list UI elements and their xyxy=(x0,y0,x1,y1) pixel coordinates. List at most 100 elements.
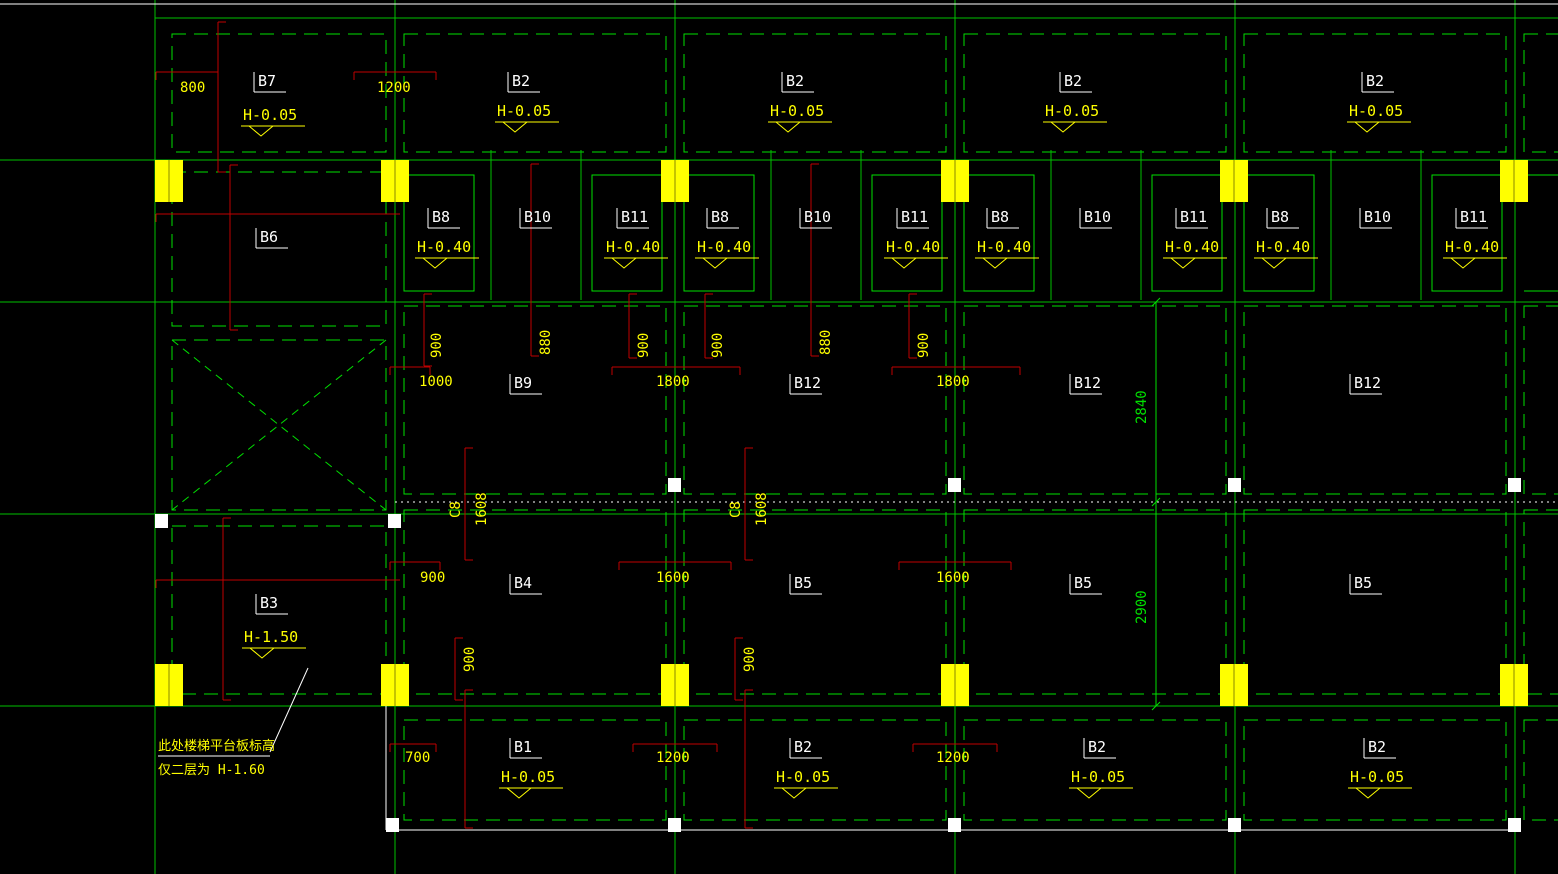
elevation-label: H-0.40 xyxy=(977,238,1031,256)
small-slab-panel xyxy=(403,174,475,292)
slab-outline-B2 xyxy=(1243,33,1507,153)
small-column xyxy=(1508,478,1521,492)
rebar-dimension: 800 xyxy=(180,80,205,96)
slab-outline-upper-bay xyxy=(1243,305,1507,495)
small-column xyxy=(948,478,961,492)
slab-label-B10: B10 xyxy=(1084,208,1111,226)
rebar-spec-vertical: C8 xyxy=(448,501,464,518)
stair-opening xyxy=(171,339,387,511)
elevation-label: H-1.50 xyxy=(244,628,298,646)
slab-outline-upper-bay xyxy=(963,305,1227,495)
rebar-dimension-vertical: 1608 xyxy=(754,492,770,526)
elevation-marker xyxy=(1354,787,1382,799)
small-column xyxy=(1228,478,1241,492)
slab-label-B8: B8 xyxy=(991,208,1009,226)
slab-label-B2: B2 xyxy=(1368,738,1386,756)
rebar-dimension-vertical: 900 xyxy=(429,333,445,358)
elevation-marker xyxy=(1075,787,1103,799)
rebar-dimension: 1600 xyxy=(936,570,970,586)
rebar-dimension: 900 xyxy=(420,570,445,586)
elevation-label: H-0.05 xyxy=(1071,768,1125,786)
slab-outline-B2 xyxy=(683,33,947,153)
rebar-dimension-vertical: 900 xyxy=(462,647,478,672)
rebar-dimension-vertical: 900 xyxy=(742,647,758,672)
elevation-label: H-0.40 xyxy=(1165,238,1219,256)
slab-label-B4: B4 xyxy=(514,574,532,592)
slab-outline-edge xyxy=(1523,305,1558,495)
slab-outline-B7 xyxy=(171,33,387,153)
small-slab-panel xyxy=(1431,174,1503,292)
slab-label-B11: B11 xyxy=(901,208,928,226)
span-dimension-bottom: 2900 xyxy=(1134,590,1150,624)
small-column xyxy=(386,818,399,832)
dimension-tick xyxy=(1151,497,1161,507)
slab-label-B12: B12 xyxy=(794,374,821,392)
rebar-dimension: 1000 xyxy=(419,374,453,390)
elevation-label: H-0.40 xyxy=(1256,238,1310,256)
slab-label-B8: B8 xyxy=(432,208,450,226)
slab-outline-upper-bay xyxy=(403,305,667,495)
elevation-marker xyxy=(774,121,802,133)
slab-outline-B2 xyxy=(403,33,667,153)
elevation-label: H-0.05 xyxy=(770,102,824,120)
slab-label-B6: B6 xyxy=(260,228,278,246)
slab-label-B10: B10 xyxy=(1364,208,1391,226)
slab-label-B10: B10 xyxy=(524,208,551,226)
small-column xyxy=(1508,818,1521,832)
slab-outline-lower-bay xyxy=(683,509,947,695)
elevation-marker xyxy=(701,257,729,269)
span-dimension-top: 2840 xyxy=(1134,390,1150,424)
slab-label-B5: B5 xyxy=(1074,574,1092,592)
rebar-dimension: 1200 xyxy=(936,750,970,766)
rebar-dimension: 700 xyxy=(405,750,430,766)
rebar-dimension-vertical: 880 xyxy=(818,330,834,355)
slab-label-B5: B5 xyxy=(1354,574,1372,592)
rebar-dimension-vertical: 900 xyxy=(916,333,932,358)
slab-label-B2: B2 xyxy=(786,72,804,90)
small-column xyxy=(388,514,401,528)
slab-outline-bottom-bay xyxy=(683,719,947,821)
note-leader xyxy=(269,667,309,753)
small-slab-panel xyxy=(1243,174,1315,292)
rebar-dimension-vertical: 900 xyxy=(710,333,726,358)
elevation-marker xyxy=(1353,121,1381,133)
slab-label-B11: B11 xyxy=(1180,208,1207,226)
rebar-dimension-vertical: 900 xyxy=(636,333,652,358)
elevation-marker xyxy=(421,257,449,269)
small-slab-panel xyxy=(683,174,755,292)
slab-label-B2: B2 xyxy=(512,72,530,90)
elevation-label: H-0.05 xyxy=(501,768,555,786)
small-column xyxy=(1228,818,1241,832)
slab-outline-edge xyxy=(1523,719,1558,821)
slab-outline-B3 xyxy=(171,525,387,695)
elevation-marker xyxy=(247,125,275,137)
slab-label-B8: B8 xyxy=(711,208,729,226)
slab-label-B2: B2 xyxy=(1088,738,1106,756)
elevation-label: H-0.40 xyxy=(606,238,660,256)
elevation-label: H-0.05 xyxy=(497,102,551,120)
slab-outline-B2 xyxy=(1523,33,1558,153)
small-slab-panel xyxy=(1151,174,1223,292)
slab-outline-upper-bay xyxy=(683,305,947,495)
elevation-marker xyxy=(501,121,529,133)
elevation-label: H-0.05 xyxy=(243,106,297,124)
slab-label-B12: B12 xyxy=(1354,374,1381,392)
slab-label-B5: B5 xyxy=(794,574,812,592)
note-line-1: 此处楼梯平台板标高 xyxy=(158,738,275,754)
slab-outline-lower-bay xyxy=(403,509,667,695)
elevation-marker xyxy=(1049,121,1077,133)
slab-label-B10: B10 xyxy=(804,208,831,226)
rebar-dimension: 1800 xyxy=(656,374,690,390)
elevation-marker xyxy=(1169,257,1197,269)
slab-label-B2: B2 xyxy=(794,738,812,756)
dimension-tick xyxy=(1151,701,1161,711)
slab-outline-B2 xyxy=(963,33,1227,153)
elevation-label: H-0.05 xyxy=(776,768,830,786)
slab-label-B3: B3 xyxy=(260,594,278,612)
small-column xyxy=(948,818,961,832)
elevation-label: H-0.05 xyxy=(1045,102,1099,120)
slab-label-B11: B11 xyxy=(1460,208,1487,226)
stair-cross xyxy=(171,339,387,511)
